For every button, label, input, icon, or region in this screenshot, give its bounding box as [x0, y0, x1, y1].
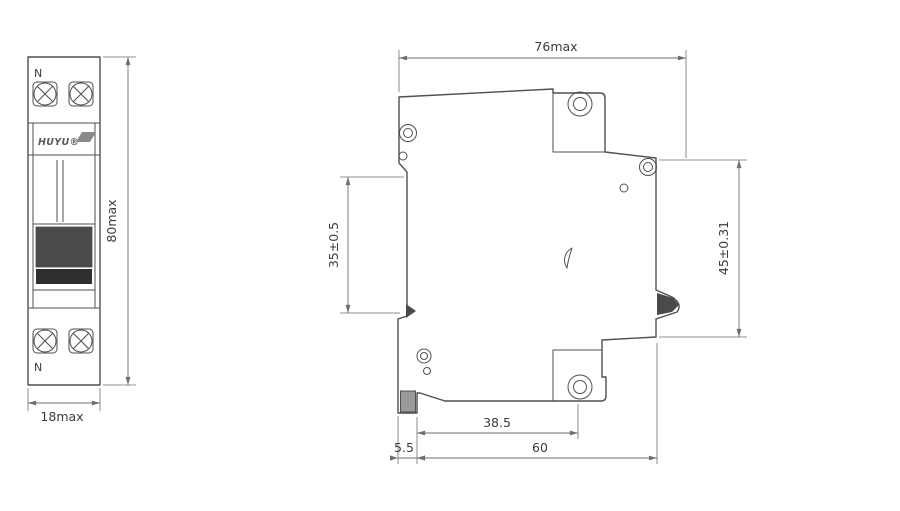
rivet-top-left — [398, 124, 417, 161]
front-view: N N HUYU® 80max 18max — [27, 56, 136, 424]
panel-stop-tab — [406, 304, 416, 318]
dim-label-18max: 18max — [40, 409, 83, 424]
toggle-frame — [32, 223, 96, 291]
brand-logo: HUYU® — [38, 137, 79, 148]
neutral-label-top: N — [34, 67, 42, 80]
dim-label-60: 60 — [532, 440, 548, 455]
screw-icon — [69, 82, 93, 106]
screw-bezel — [68, 328, 94, 354]
dimension-side-left-height: 35±0.5 — [326, 176, 404, 314]
screw-bezel — [68, 81, 94, 107]
dim-label-38-5: 38.5 — [483, 415, 511, 430]
dimension-side-right-height: 45±0.31 — [659, 159, 747, 338]
dim-label-5-5: 5.5 — [394, 440, 414, 455]
screw-icon — [33, 82, 57, 106]
breaker-front-body — [27, 56, 101, 386]
dim-label-76max: 76max — [534, 39, 577, 54]
dimension-side-foot: 5.5 — [390, 416, 425, 464]
mounting-hole-top-right — [567, 91, 593, 117]
dimension-side-top-width: 76max — [398, 39, 687, 158]
toggle-handle-lower — [36, 269, 92, 284]
center-slot — [564, 247, 573, 269]
dimension-front-height: 80max — [103, 56, 136, 386]
side-body-seam-lines — [552, 93, 605, 401]
dim-label-45: 45±0.31 — [716, 221, 731, 275]
dim-label-80max: 80max — [104, 199, 119, 242]
rivet-bottom-left — [416, 348, 432, 375]
brand-flag-icon — [76, 132, 96, 142]
breaker-side-body — [397, 88, 680, 414]
terminal-screws-bottom — [32, 328, 94, 354]
dimension-side-bottom-total: 60 — [416, 343, 658, 464]
clip-foot — [400, 390, 416, 413]
screw-icon — [33, 329, 57, 353]
toggle-switch — [32, 223, 96, 291]
dim-label-35: 35±0.5 — [326, 222, 341, 268]
terminal-screws-top — [32, 81, 94, 107]
screw-icon — [69, 329, 93, 353]
neutral-label-bottom: N — [34, 361, 42, 374]
mounting-hole-bottom-right — [567, 374, 593, 400]
rivet-middle-right — [619, 158, 657, 193]
side-view: 76max 45±0.31 35±0.5 38.5 5. — [326, 39, 747, 464]
dimension-front-width: 18max — [27, 388, 101, 424]
din-rail-clip — [657, 293, 679, 315]
screw-bezel — [32, 81, 58, 107]
toggle-handle — [35, 226, 93, 268]
screw-bezel — [32, 328, 58, 354]
dimension-side-bottom-inner: 38.5 — [417, 404, 579, 439]
